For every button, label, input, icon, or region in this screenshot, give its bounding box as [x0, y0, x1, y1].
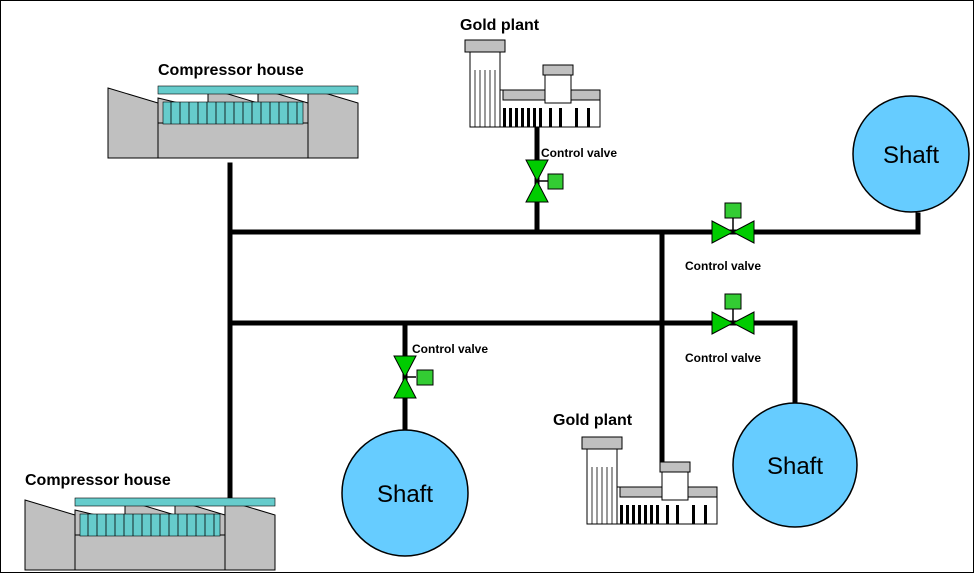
control-valve-gold-plant-top[interactable]: Control valve [525, 146, 617, 203]
compressor-house-bottom: Compressor house [24, 472, 276, 571]
shaft-bottom-center: Shaft [341, 429, 469, 557]
shaft-label: Shaft [767, 453, 823, 480]
control-valve-label: Control valve [541, 146, 617, 160]
control-valve-icon [393, 355, 434, 399]
gold-plant-bottom: Gold plant [553, 412, 718, 525]
shaft-bottom-right: Shaft [732, 402, 858, 528]
control-valve-label: Control valve [685, 351, 761, 365]
compressor-house-top-label: Compressor house [158, 62, 304, 79]
control-valve-icon [711, 293, 755, 335]
compressor-house-bottom-label: Compressor house [25, 472, 171, 489]
control-valve-label: Control valve [685, 259, 761, 273]
compressor-house-top: Compressor house [107, 62, 359, 159]
pipe-network [227, 122, 921, 503]
gold-plant-top: Gold plant [460, 17, 601, 128]
control-valve-icon [711, 202, 755, 244]
shaft-label: Shaft [377, 481, 433, 508]
control-valve-center-shaft[interactable]: Control valve [393, 342, 488, 399]
shaft-label: Shaft [883, 142, 939, 169]
control-valve-icon [525, 159, 564, 203]
gold-plant-bottom-label: Gold plant [553, 412, 633, 429]
control-valve-upper-header[interactable]: Control valve [685, 202, 761, 273]
shaft-top-right: Shaft [852, 95, 970, 213]
gold-plant-top-label: Gold plant [460, 17, 540, 34]
control-valve-label: Control valve [412, 342, 488, 356]
control-valve-lower-header[interactable]: Control valve [685, 293, 761, 365]
